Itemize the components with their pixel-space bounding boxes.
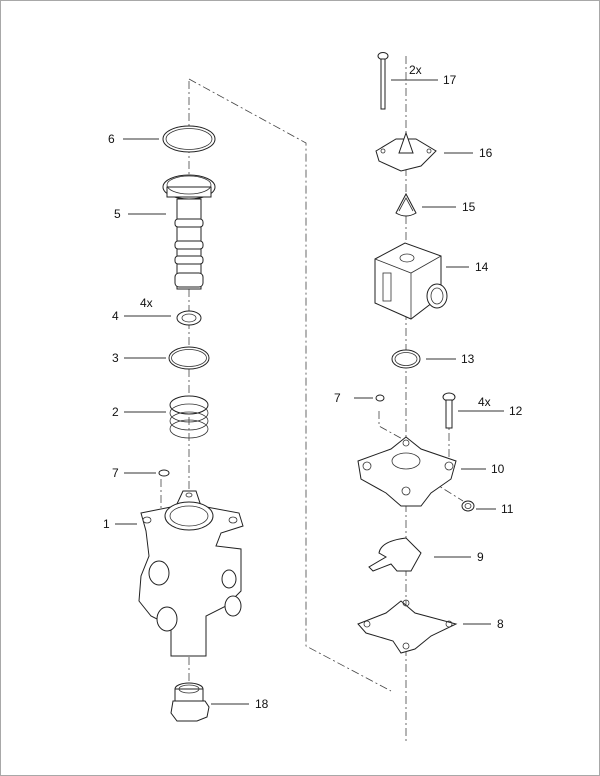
callout-6: 6 <box>108 132 115 146</box>
part-6-o-ring <box>162 125 216 153</box>
callout-9: 9 <box>477 550 484 564</box>
callout-15: 15 <box>462 200 476 214</box>
part-10-manifold-plate <box>357 436 457 507</box>
part-9-gasket <box>368 537 422 572</box>
callout-13: 13 <box>461 352 475 366</box>
callout-18: 18 <box>255 697 269 711</box>
part-7-washer-left <box>158 469 170 477</box>
part-18-fitting <box>170 682 210 722</box>
callout-17: 17 <box>443 73 457 87</box>
part-17-screw <box>377 52 389 110</box>
callout-4: 4 <box>112 309 119 323</box>
callout-16: 16 <box>479 146 493 160</box>
leader-lines <box>115 79 504 705</box>
callout-2: 2 <box>112 405 119 419</box>
part-4-seal-ring <box>176 310 202 326</box>
part-16-cover-plate <box>375 131 437 172</box>
callout-12-qty: 4x <box>478 395 491 409</box>
part-13-o-ring <box>391 349 421 369</box>
part-3-o-ring <box>168 346 210 370</box>
callout-5: 5 <box>114 207 121 221</box>
callout-7-right: 7 <box>334 391 341 405</box>
part-1-valve-body <box>138 490 244 657</box>
part-12-screw <box>442 392 456 429</box>
callout-11: 11 <box>501 502 514 516</box>
callout-14: 14 <box>475 260 489 274</box>
callout-10: 10 <box>491 462 505 476</box>
callout-7-left: 7 <box>112 466 119 480</box>
callout-12: 12 <box>509 404 523 418</box>
callout-8: 8 <box>497 617 504 631</box>
part-2-spring <box>169 395 209 439</box>
callout-4-qty: 4x <box>140 296 153 310</box>
part-14-solenoid-coil <box>374 242 448 320</box>
part-7-washer-right <box>375 394 385 402</box>
part-5-spool <box>162 174 216 290</box>
part-11-plug <box>461 500 475 512</box>
part-15-seal <box>395 192 417 217</box>
callout-17-qty: 2x <box>409 63 422 77</box>
part-8-base-plate <box>357 599 458 654</box>
callout-3: 3 <box>112 351 119 365</box>
callout-1: 1 <box>103 517 110 531</box>
